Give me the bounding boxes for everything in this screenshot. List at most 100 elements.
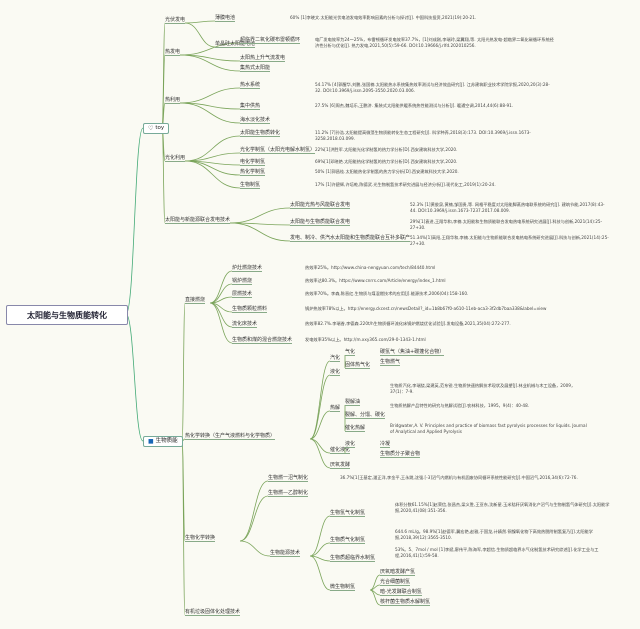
sub-b2-0-1[interactable]: 固体热气化 [345,362,371,369]
note-s1e-1: 29%[1]袁进,王翔华和,李楠.太阳能和生物质能联合发电热电系统研究进展[J]… [410,219,603,230]
item-b2-0[interactable]: 汽化 [330,355,341,362]
group-s1d[interactable]: 光化利用 [165,155,186,162]
note-b1-4: 热效率82.7%.李瑞香,李德森.220t/h生物质循环流化床锅炉燃烧优化试验[… [305,321,511,326]
connector [309,555,331,591]
branch-biomass[interactable]: ■ 生物质能 [143,436,183,447]
item-b3-0[interactable]: 生物燃一沼气制化 [268,475,309,482]
item-b1-1[interactable]: 锅炉燃烧 [232,278,253,285]
item-b2-1[interactable]: 液化 [330,369,341,376]
item-s1d-4[interactable]: 生物制氢 [240,182,261,189]
branch-biomass-label: 生物质能 [155,438,178,444]
note-b1-5: 发电效率35%以上。http://m.xxy365.com/29-0-1343-… [305,337,426,342]
item-s1d-2[interactable]: 电化学制氢 [240,159,266,166]
item-s1b-0[interactable]: 超临界二氧化碳布雷顿循环 [240,37,301,44]
subsub-b2-0-1[interactable]: 生物燃气 [380,359,401,366]
sub-b2-0-0[interactable]: 气化 [345,349,356,356]
connector [229,222,291,242]
note-b3-2-1: 644.6 mL/g。98.9%[1]赵德军,冀宏艳,赵雅,于国龙,计婧然.铜镍… [395,529,593,540]
item-s1e-2[interactable]: 发电、制冷、供汽水太阳能和生物质能联合互补多联产 [290,235,411,242]
note-s1e-2: 51.34%[1]高阳,王翔华和,李楠.太阳能与生物质能联合发电热电系统研究进展… [410,235,609,246]
leaf-b3-2-3-0[interactable]: 厌氧暗发酵产氢 [380,569,416,576]
connector [239,480,269,542]
connector [181,440,186,616]
connector [181,302,186,442]
group-b3[interactable]: 生物化学转换 [185,535,216,542]
item-b2-4[interactable]: 厌氧发酵 [330,462,351,469]
item-b1-5[interactable]: 生物质和煤的混合燃烧技术 [232,337,293,344]
group-s1b[interactable]: 热发电 [165,49,181,56]
item-b3-1[interactable]: 生物燃—乙醇制化 [268,490,309,497]
subsub-b2-3-0[interactable]: 冷凝 [380,441,391,448]
item-b3-2-3[interactable]: 微生物制氢 [330,584,356,591]
note-s1d-1: 22%[1]洪胜军.太阳能光化学制氢的热力学分析[D].西安建筑科技大学,202… [315,147,458,152]
connector [179,87,241,104]
item-s1c-2[interactable]: 海水淡化技术 [240,117,271,124]
item-b3-2-0[interactable]: 生物氢气化制氢 [330,510,366,517]
item-b2-3[interactable]: 催化液化 [330,447,351,454]
sub-b2-2-1[interactable]: 裂解、分馏、碳化 [345,412,386,419]
connector [309,360,331,440]
note-b1-1: 热效率达80.3%。https://www.cnrrs.com/Article/… [305,278,446,283]
sub-b2-2-0[interactable]: 裂解油 [345,399,361,406]
item-b3-2-2[interactable]: 生物质超临界水制氢 [330,555,376,562]
item-b3-2[interactable]: 生物能源技术 [270,550,301,557]
item-b1-4[interactable]: 流化床技术 [232,321,258,328]
leaf-b3-2-3-2[interactable]: 暗-光发酵联合制氢 [380,589,422,596]
leaf-b3-2-3-3[interactable]: 核杆菌生物质水解制氢 [380,599,431,606]
item-b3-2-1[interactable]: 生物质气化制氢 [330,537,366,544]
note-b1-0: 热效率25%。http://www.china-nengyuan.com/tec… [305,265,436,270]
note-b2-2-1: 生物质热解产品特性的研究与热解试验[J].农林科技，1995，9(4)：40-4… [390,403,530,408]
connector [179,42,241,56]
item-s1c-0[interactable]: 热水系统 [240,82,261,89]
sub-b2-3-0[interactable]: 液化 [345,441,356,448]
connector [309,438,331,454]
note-b3-2-0: 体积分数61.15%[1]赵荣信,张昌杰,梁义胜,王亚东,沈新星.玉米秸秆厌氧消… [395,502,610,513]
group-b2[interactable]: 热化学转换（生产气液燃料与化学物质） [185,433,276,440]
sub-b2-2-2[interactable]: 催化热解 [345,425,366,432]
group-b1[interactable]: 直接燃烧 [185,297,206,304]
item-b1-3[interactable]: 生物质颗粒燃料 [232,306,268,313]
item-s1-0[interactable]: 薄膜电池 [215,15,236,22]
note-b3-2-2: 53%。5、7mol / mol [1]李斌,廖伟平,陈海军,李超信.生物质超临… [395,547,599,558]
note-s1d-4: 17% [1]许碧辉,许培乾,陈德武.光生物制氢技术研究进展与经济分析[J].现… [315,182,496,187]
group-b4[interactable]: 有机垃圾固体化处理技术 [185,609,241,616]
branch-solar-label: toy [155,125,165,131]
square-icon: ■ [148,438,154,445]
subsub-b2-3-1[interactable]: 生物质分子聚合物 [380,451,421,458]
note-s1e-0: 52.3% [1]黄俊泉,黄楠,邹国贵,等. 网格平稳度对太阳能脚蒸热电联系统的… [410,202,605,213]
group-s1e[interactable]: 太阳能与新能源联合发电技术 [165,217,231,224]
leaf-b3-2-3-1[interactable]: 光合细菌制氢 [380,579,411,586]
item-s1d-1[interactable]: 光化学制氢（太阳光电解水制氢） [240,147,316,154]
note-b2-2-0: 生物质汽化,李瑞绕,梁建英,范东锐.生物质快速热解技术现状及展望[J].林业机械… [390,383,576,394]
branch-solar[interactable]: ♡ toy [143,123,170,134]
item-s1d-0[interactable]: 太阳能生物质转化 [240,130,281,137]
item-s1c-1[interactable]: 集中供热 [240,103,261,110]
connector [184,20,216,24]
item-s1d-3[interactable]: 热化学制氢 [240,169,266,176]
item-b2-2[interactable]: 热解 [330,405,341,412]
note-b1-3: 锅炉热效率78%以上。http://energy.ckcest.cn/newsD… [305,306,547,311]
item-s1e-0[interactable]: 太阳能光热与风能联合发电 [290,202,351,209]
connector [369,589,381,606]
note-b1-2: 热效率70%。李森,陈晋红.生物质与煤混燃技术的应用[J].能源技术,2006(… [305,291,469,296]
item-s1b-2[interactable]: 集热式太阳能 [240,65,271,72]
note-s1b-0: 电厂发电效率为24～25%，布雷顿循环发电效率37.7%，[1]刘成刚,李瑞玲,… [315,37,554,48]
item-b1-0[interactable]: 炉灶燃烧技术 [232,265,263,272]
connector [309,515,331,557]
root-node[interactable]: 太阳能与生物质能转化 [6,305,128,325]
note-s1d-2: 69%[1]邓晓艳.太阳能热化学制氢的热力学分析[D].西安建筑科技大学,202… [315,159,458,164]
group-s1[interactable]: 光伏发电 [165,17,186,24]
connector [125,313,144,442]
group-s1c[interactable]: 热利用 [165,97,181,104]
connector [309,438,331,469]
item-s1-1[interactable]: 单晶硅太阳能电池 [215,41,256,48]
note-b2-2-2: Bridgwater,A. V. Principles and practice… [390,423,587,434]
item-s1e-1[interactable]: 太阳能与生物质能联合发电 [290,219,351,226]
connector [239,495,269,542]
item-b1-2[interactable]: 层燃技术 [232,291,253,298]
item-s1b-1[interactable]: 太阳热上升气流发电 [240,55,286,62]
subsub-b2-0-0[interactable]: 碳氢气（焦油+碳蓬化合物） [380,349,445,356]
connector [209,270,233,304]
note-b3-0: 36.7%[1]王基定,潘正洋,李金平,王永跳,沈强.[-3]沼气内燃机与有机固… [340,475,578,480]
